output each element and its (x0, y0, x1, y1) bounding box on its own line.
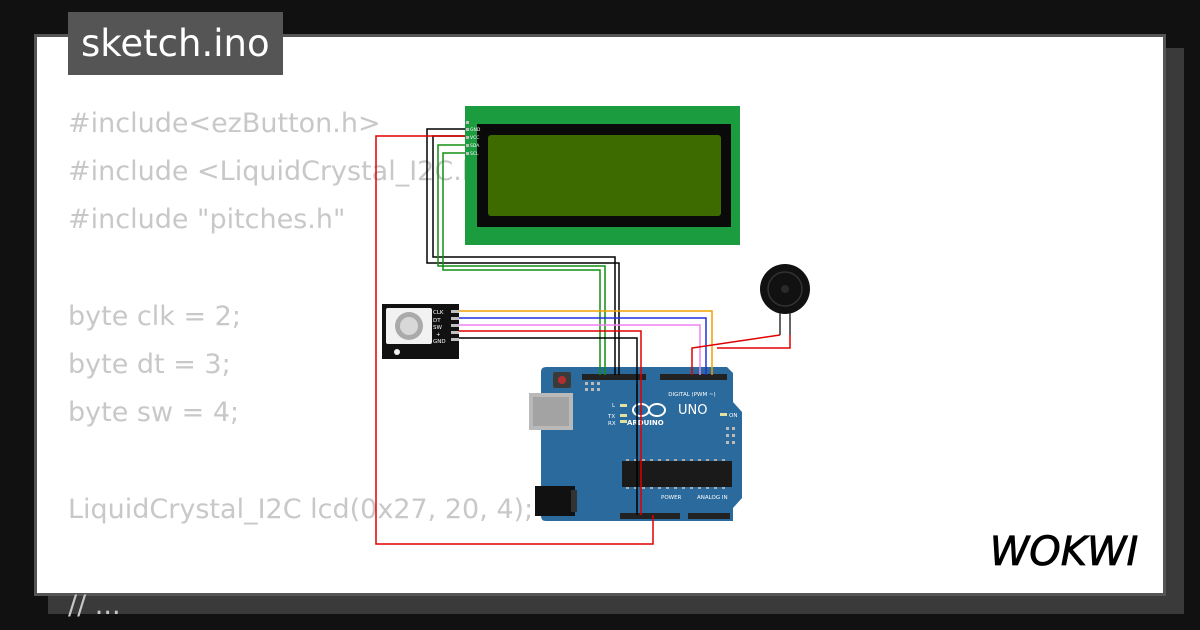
power-jack (535, 486, 575, 516)
wire-lcd-sda (437, 144, 606, 375)
wire-lcd-power-loop (375, 135, 654, 545)
wokwi-logo-text: WOKWI (990, 529, 1139, 575)
encoder-pin-label: + (436, 332, 441, 338)
icsp-header (585, 382, 735, 444)
arduino-label: ARDUINO (627, 419, 664, 427)
lcd-pin-label: SCL (470, 151, 479, 157)
power-jack-front (571, 490, 577, 512)
chip-pins (626, 459, 725, 489)
power-label: POWER (661, 495, 682, 501)
encoder-pin-label: GND (433, 339, 446, 345)
wires (375, 128, 791, 545)
encoder-shaft (400, 317, 418, 335)
led-label: RX (608, 421, 616, 427)
arduino-uno[interactable]: DIGITAL (PWM ~) UNO ARDUINO L TX RX ON P… (529, 367, 742, 521)
wire-lcd-gnd (426, 128, 620, 375)
wokwi-logo: WOKWI (989, 529, 1139, 576)
wire-buzzer-signal (691, 334, 781, 375)
wire-encoder-gnd (459, 337, 638, 515)
lcd-pin-labels: GND VCC SDA SCL (470, 127, 481, 157)
digital-header (582, 374, 727, 380)
code-line: #include <LiquidCrystal_I2C.h> (68, 156, 502, 188)
led-label: L (612, 403, 616, 409)
on-label: ON (729, 413, 737, 419)
wire-encoder-sw (459, 324, 701, 375)
board-leds (620, 404, 727, 423)
wire-encoder-vcc (459, 330, 642, 515)
code-line: #include "pitches.h" (68, 204, 346, 236)
encoder-pin-label: SW (433, 325, 442, 331)
buzzer-hole (781, 285, 789, 293)
encoder-pin-header (451, 310, 459, 341)
encoder-pin-label: CLK (433, 310, 444, 316)
analog-label: ANALOG IN (697, 495, 728, 501)
led-labels: L TX RX ON (607, 403, 737, 427)
code-line: // ... (68, 589, 121, 621)
usb-port-inner (533, 397, 569, 426)
sketch-tab-title[interactable]: sketch.ino (68, 12, 283, 75)
lcd-screen (488, 135, 721, 216)
lcd-pin-label: GND (470, 127, 481, 133)
uno-label: UNO (678, 403, 707, 418)
buzzer[interactable] (760, 264, 810, 335)
code-line: byte dt = 3; (68, 348, 231, 380)
encoder-mount-hole (394, 349, 400, 355)
encoder-pin-label: DT (433, 318, 441, 324)
code-line: LiquidCrystal_I2C lcd(0x27, 20, 4); (68, 493, 534, 525)
wire-encoder-clk (459, 310, 713, 375)
buzzer-ring (767, 271, 803, 307)
lcd-pin-label: VCC (470, 135, 479, 141)
lcd-pin-header (466, 121, 469, 155)
reset-button-cap (558, 376, 566, 384)
digital-label: DIGITAL (PWM ~) (668, 392, 715, 398)
microcontroller-chip (622, 461, 732, 487)
code-line: byte clk = 2; (68, 300, 241, 332)
rotary-encoder[interactable]: CLK DT SW + GND (382, 304, 459, 359)
code-line: #include<ezButton.h> (68, 108, 381, 139)
power-header (620, 513, 730, 519)
led-label: TX (607, 414, 615, 420)
wire-buzzer-gnd (717, 335, 791, 349)
code-line: byte sw = 4; (68, 397, 240, 429)
lcd-module[interactable]: GND VCC SDA SCL (465, 106, 740, 245)
wire-lcd-scl (442, 152, 601, 375)
encoder-pin-labels: CLK DT SW + GND (433, 310, 446, 345)
lcd-pin-label: SDA (470, 143, 480, 149)
wire-encoder-dt (459, 317, 707, 375)
code-preview: #include<ezButton.h> #include <LiquidCry… (68, 100, 628, 630)
